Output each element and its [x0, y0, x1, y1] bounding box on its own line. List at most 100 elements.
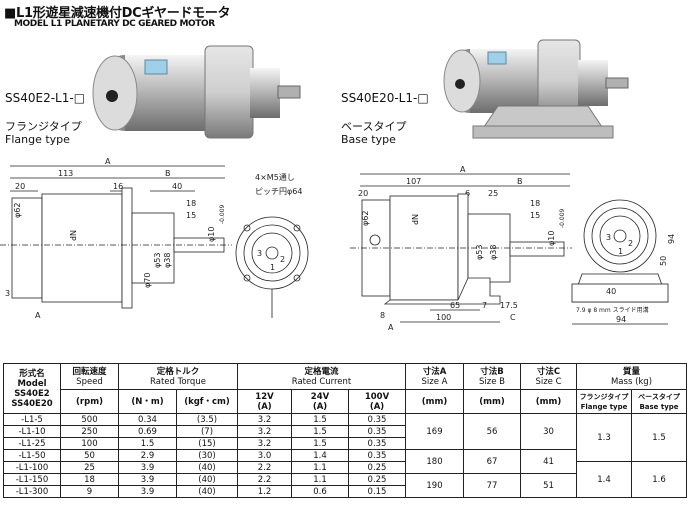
- table-cell: 100: [60, 437, 119, 450]
- dim-6: 6: [465, 189, 470, 198]
- label: SS40E20: [11, 398, 53, 409]
- dim-40: 40: [172, 182, 182, 191]
- table-cell: 1.5: [631, 413, 687, 462]
- dim-phi10: φ10: [207, 227, 216, 242]
- table-cell: 1.6: [631, 461, 687, 498]
- th-mm-c: (mm): [520, 389, 577, 414]
- label: 寸法C: [536, 366, 561, 377]
- label: (A): [312, 401, 328, 412]
- table-cell: 0.25: [348, 473, 406, 486]
- dim-phi62: φ62: [13, 203, 22, 218]
- label: 寸法B: [480, 366, 504, 377]
- table-cell: 1.5: [291, 425, 349, 438]
- table-cell: 3.2: [237, 425, 292, 438]
- base-drawing: A 107 B 20 6 25 18 15 NP φ62 φ53 φ38 φ10…: [350, 166, 676, 332]
- th-mm-b: (mm): [463, 389, 521, 414]
- table-cell: 56: [463, 413, 521, 450]
- table-cell: -L1-100: [3, 461, 61, 474]
- dim-94: 94: [667, 234, 676, 244]
- flange-motor-photo: [92, 45, 301, 139]
- table-cell: 1.5: [291, 437, 349, 450]
- label: SS40E2: [14, 388, 50, 399]
- dim-phi10-tol: -0.009: [219, 204, 226, 224]
- table-cell: -L1-150: [3, 473, 61, 486]
- table-cell: 1.1: [291, 473, 349, 486]
- dim-phi62: φ62: [361, 211, 370, 226]
- base-model-label: SS40E20-L1-□: [341, 91, 429, 105]
- label: Flange type: [580, 402, 628, 411]
- table-cell: 67: [463, 449, 521, 474]
- dim-8: 8: [380, 311, 385, 320]
- th-mm-a: (mm): [405, 389, 464, 414]
- dim-65: 65: [450, 301, 460, 310]
- dim-94-width: 94: [616, 315, 626, 324]
- table-cell: -L1-300: [3, 485, 61, 498]
- base-name-jp: ベースタイプ: [341, 120, 407, 133]
- label: Base type: [639, 402, 679, 411]
- label: (A): [369, 401, 385, 412]
- table-cell: 1.4: [576, 461, 632, 498]
- table-cell: (40): [176, 473, 238, 486]
- table-cell: 250: [60, 425, 119, 438]
- table-cell: -L1-10: [3, 425, 61, 438]
- table-cell: 180: [405, 449, 464, 474]
- table-cell: (3.5): [176, 413, 238, 426]
- np-label: NP: [410, 214, 419, 225]
- dim-100: 100: [436, 313, 451, 322]
- table-cell: 0.35: [348, 425, 406, 438]
- table-cell: 3.9: [118, 473, 177, 486]
- label: 24V: [310, 391, 330, 402]
- holes-note: 4×M5通し: [255, 172, 295, 182]
- table-cell: 3.2: [237, 437, 292, 450]
- label: Size C: [535, 376, 562, 387]
- page-subtitle: MODEL L1 PLANETARY DC GEARED MOTOR: [14, 19, 215, 29]
- th-100v: 100V(A): [348, 389, 406, 414]
- dim-phi10-tol: -0.009: [559, 208, 566, 228]
- dim-50: 50: [659, 256, 668, 266]
- dim-17-5: 17.5: [500, 301, 518, 310]
- table-cell: 0.35: [348, 413, 406, 426]
- table-cell: 51: [520, 473, 577, 498]
- pin-2: 2: [628, 239, 633, 248]
- label: 寸法A: [422, 366, 447, 377]
- pin-2: 2: [280, 255, 285, 264]
- dim-107: 107: [406, 177, 421, 186]
- table-cell: 9: [60, 485, 119, 498]
- table-cell: 3.2: [237, 413, 292, 426]
- dim-phi53: φ53: [475, 245, 484, 260]
- table-cell: 0.15: [348, 485, 406, 498]
- table-cell: 1.5: [291, 413, 349, 426]
- label: 回転速度: [72, 366, 107, 377]
- slot-note: 7.9 φ 8 mm スライド用溝: [576, 306, 649, 314]
- table-cell: -L1-50: [3, 449, 61, 462]
- dim-phi53: φ53: [153, 253, 162, 268]
- table-cell: 1.1: [291, 461, 349, 474]
- label: Size A: [421, 376, 448, 387]
- label: 質量: [622, 366, 640, 377]
- table-cell: 1.2: [237, 485, 292, 498]
- label: Mass (kg): [610, 376, 653, 387]
- table-cell: (40): [176, 485, 238, 498]
- dim-b: B: [517, 177, 523, 186]
- dim-phi38: φ38: [163, 253, 172, 268]
- th-model: 形式名 Model SS40E2 SS40E20: [3, 363, 61, 414]
- table-cell: 41: [520, 449, 577, 474]
- pin-3: 3: [606, 233, 611, 242]
- table-cell: (15): [176, 437, 238, 450]
- pin-3: 3: [257, 249, 262, 258]
- flange-name-en: Flange type: [5, 133, 70, 146]
- table-cell: 3.9: [118, 461, 177, 474]
- label: 形式名: [19, 368, 45, 379]
- dim-16: 16: [113, 182, 123, 191]
- dim-a: A: [460, 166, 466, 174]
- table-cell: 50: [60, 449, 119, 462]
